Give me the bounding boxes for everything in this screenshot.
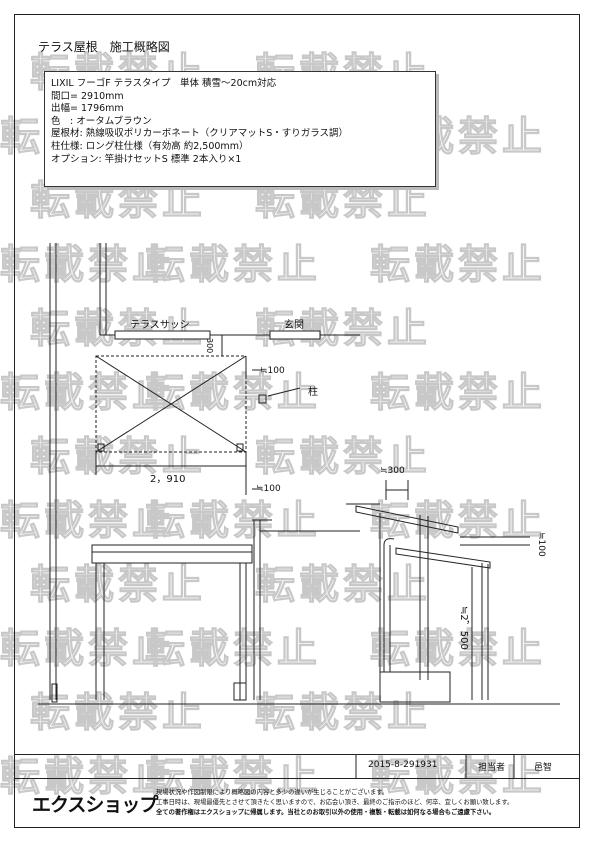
dim-100-side: ≒100 bbox=[536, 532, 546, 557]
spec-pillar: 柱仕様: ロング柱仕様（有効高 約2,500mm） bbox=[51, 140, 249, 152]
footer-divider bbox=[14, 754, 580, 755]
notice-line: 工事日時は、現場最優先とさせて頂きたく思いますので、お応会い頂き、最終のご指示の… bbox=[156, 799, 514, 806]
person-name: 邑智 bbox=[534, 763, 553, 773]
footer-divider-2 bbox=[14, 778, 580, 779]
entrance-label: 玄関 bbox=[284, 320, 304, 331]
footer-notice: 現場状況や作図制限により概略図の内容と多少の違いが生じることがございます。 工事… bbox=[156, 788, 566, 818]
doc-id: 2015-8-291931 bbox=[368, 760, 438, 770]
dim-100-bottom: ≒100 bbox=[256, 484, 281, 494]
spec-option: オプション: 竿掛けセットS 標準 2本入り×1 bbox=[51, 153, 242, 165]
pillar-label: 柱 bbox=[308, 387, 318, 398]
notice-line: 全ての著作権はエクスショップに帰属します。当社とのお取引以外の使用・複製・転載は… bbox=[156, 809, 496, 816]
page-title: テラス屋根 施工概略図 bbox=[38, 40, 170, 54]
dim-300-side: ≒300 bbox=[380, 466, 405, 476]
spec-depth: 出幅= 1796mm bbox=[51, 103, 124, 115]
spec-color: 色 : オータムブラウン bbox=[51, 115, 152, 127]
dim-2910: 2，910 bbox=[150, 474, 186, 485]
person-label: 担当者 bbox=[478, 763, 506, 773]
spec-roof-material: 屋根材: 熱線吸収ポリカーボネート（クリアマットS・すりガラス調） bbox=[51, 128, 349, 140]
logo: エクスショップ bbox=[32, 794, 158, 816]
spec-product: LIXIL フーゴF テラスタイプ 単体 積雪～20cm対応 bbox=[51, 78, 277, 89]
dim-300-plan: 300 bbox=[205, 338, 214, 354]
sash-label: テラスサッシ bbox=[130, 320, 190, 331]
dim-100-top: ≒100 bbox=[260, 366, 285, 376]
page-frame bbox=[14, 14, 580, 828]
spec-width: 間口= 2910mm bbox=[51, 90, 124, 102]
dim-2500: ≒2，500 bbox=[458, 606, 469, 650]
spec-box: LIXIL フーゴF テラスタイプ 単体 積雪～20cm対応 間口= 2910m… bbox=[44, 71, 436, 187]
notice-line: 現場状況や作図制限により概略図の内容と多少の違いが生じることがございます。 bbox=[156, 789, 389, 796]
